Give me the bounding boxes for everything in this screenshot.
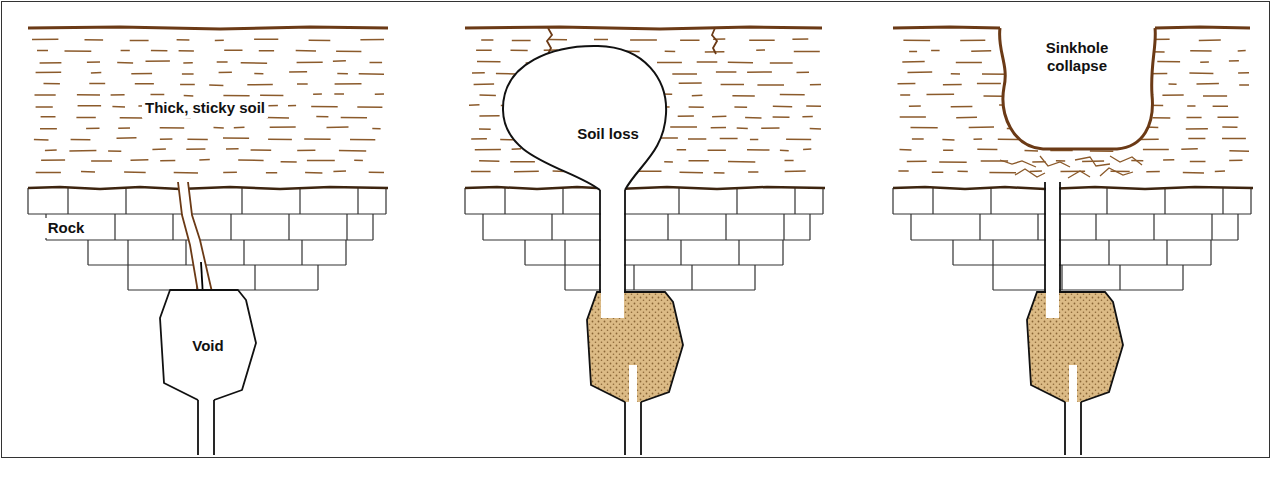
node-label: Void (192, 337, 223, 355)
drain-pipe (625, 402, 641, 455)
soil-label: Thick, sticky soil (142, 98, 268, 118)
rock-crack (178, 182, 212, 292)
ground-surface (465, 27, 822, 29)
soil-rock-boundary (893, 187, 1253, 189)
cavity-outline (500, 42, 670, 192)
cavity-path (1000, 28, 1156, 149)
node-text-holder: Void (192, 337, 223, 355)
soil-rock-boundary (28, 187, 388, 189)
ground-surface (1155, 27, 1250, 28)
soil-loss-cavity: Soil loss (500, 42, 670, 192)
soil-pipe-edge (1045, 182, 1060, 292)
part-label: Thick, sticky soil (142, 98, 268, 118)
rock-label: Rock (45, 218, 88, 238)
node-label: Soil loss (577, 125, 639, 143)
soil-pipe (1046, 180, 1059, 318)
void-cavity: Void (158, 288, 258, 402)
drain-channel (1069, 365, 1077, 405)
drain-pipe (198, 400, 214, 455)
soil-pipe (601, 186, 624, 318)
soil-rock-boundary (465, 187, 825, 189)
node-text-holder: Soil loss (577, 125, 639, 143)
node-text-holder: Sinkhole collapse (1027, 39, 1127, 75)
cavity-path (503, 46, 666, 190)
collapse-rubble (1000, 156, 1142, 178)
rock-crack-edge (178, 182, 212, 292)
frame (2, 2, 1270, 458)
drain-channel (629, 365, 637, 405)
drain-pipe (1065, 402, 1081, 455)
sinkhole-crater: Sinkhole collapse (995, 25, 1160, 155)
ground-surface (893, 27, 1000, 28)
rock-bricks (28, 188, 1251, 290)
cavity-path (160, 290, 256, 400)
soil-pipe-edge (600, 190, 625, 292)
part-label: Rock (45, 218, 88, 238)
ground-surface (28, 27, 388, 29)
node-label: Sinkhole collapse (1027, 39, 1127, 75)
